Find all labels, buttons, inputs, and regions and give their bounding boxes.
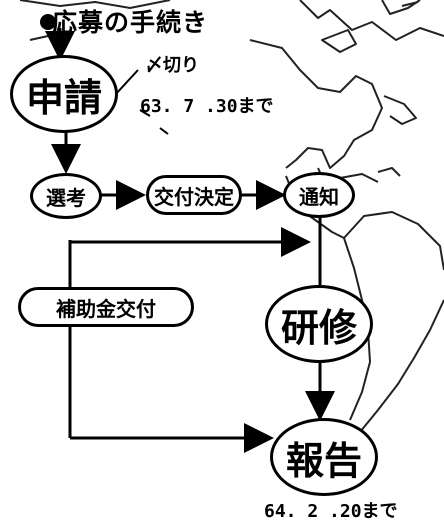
title-bullet-icon — [40, 14, 56, 30]
page-title: 応募の手続き — [52, 8, 209, 37]
node-grant-decision: 交付決定 — [146, 175, 242, 215]
map-island-small-1 — [321, 29, 357, 53]
node-notify: 通知 — [283, 172, 355, 218]
deadline-label: 〆切り — [145, 55, 199, 76]
map-caribbean-1 — [339, 173, 379, 183]
node-subsidy: 補助金交付 — [18, 287, 194, 327]
node-selection: 選考 — [30, 173, 102, 219]
map-island-top-right — [299, 0, 444, 41]
map-caribbean-2 — [377, 167, 401, 177]
map-north-america-coast — [249, 39, 383, 169]
node-apply: 申請 — [10, 55, 118, 133]
node-training: 研修 — [265, 285, 373, 363]
deadline-dashes — [139, 109, 169, 135]
deadline-pointer — [114, 69, 139, 96]
report-date: 64. 2 .20まで — [264, 501, 398, 522]
node-report: 報告 — [270, 418, 378, 496]
map-nova-scotia — [383, 95, 417, 125]
arrow-bracket-to-notify — [68, 227, 311, 257]
map-island-top-left — [19, 0, 171, 9]
deadline-date: 63. 7 .30まで — [140, 96, 274, 117]
